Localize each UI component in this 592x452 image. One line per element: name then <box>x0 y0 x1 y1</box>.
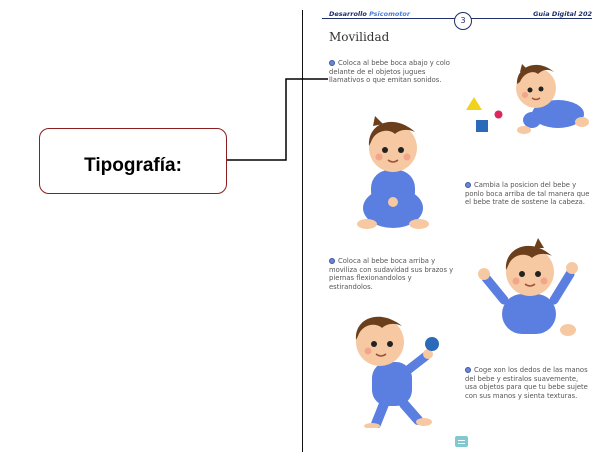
page-number: 3 <box>454 12 472 30</box>
callout-label: Tipografía: <box>84 155 182 176</box>
bullet-icon <box>329 60 335 66</box>
instruction-paragraph: Coge xon los dedos de las manos del bebe… <box>465 366 588 400</box>
toy-cube-icon <box>476 120 488 132</box>
bullet-icon <box>329 258 335 264</box>
header-left-label: Desarrollo Psicomotor <box>329 10 411 18</box>
baby-arms-up-illustration <box>478 238 578 336</box>
toy-triangle-icon <box>466 97 482 110</box>
header-right-label: Guia Digital 202 <box>533 10 592 18</box>
page-divider <box>302 10 303 452</box>
instruction-paragraph: Coloca al bebe boca abajo y colo delante… <box>329 59 450 85</box>
instruction-paragraph: Coloca al bebe boca arriba y moviliza co… <box>329 257 454 291</box>
bullet-icon <box>465 367 471 373</box>
baby-rattle-illustration <box>355 316 439 428</box>
baby-sitting-illustration <box>357 116 429 229</box>
baby-crawling-illustration <box>516 64 589 134</box>
instruction-paragraph: Cambia la posicion del bebe y ponlo boca… <box>465 181 590 207</box>
toy-ball-icon <box>494 110 503 119</box>
footer-menu-icon <box>455 436 468 447</box>
section-title: Movilidad <box>329 30 390 44</box>
callout-box: Tipografía: <box>39 128 227 194</box>
bullet-icon <box>465 182 471 188</box>
